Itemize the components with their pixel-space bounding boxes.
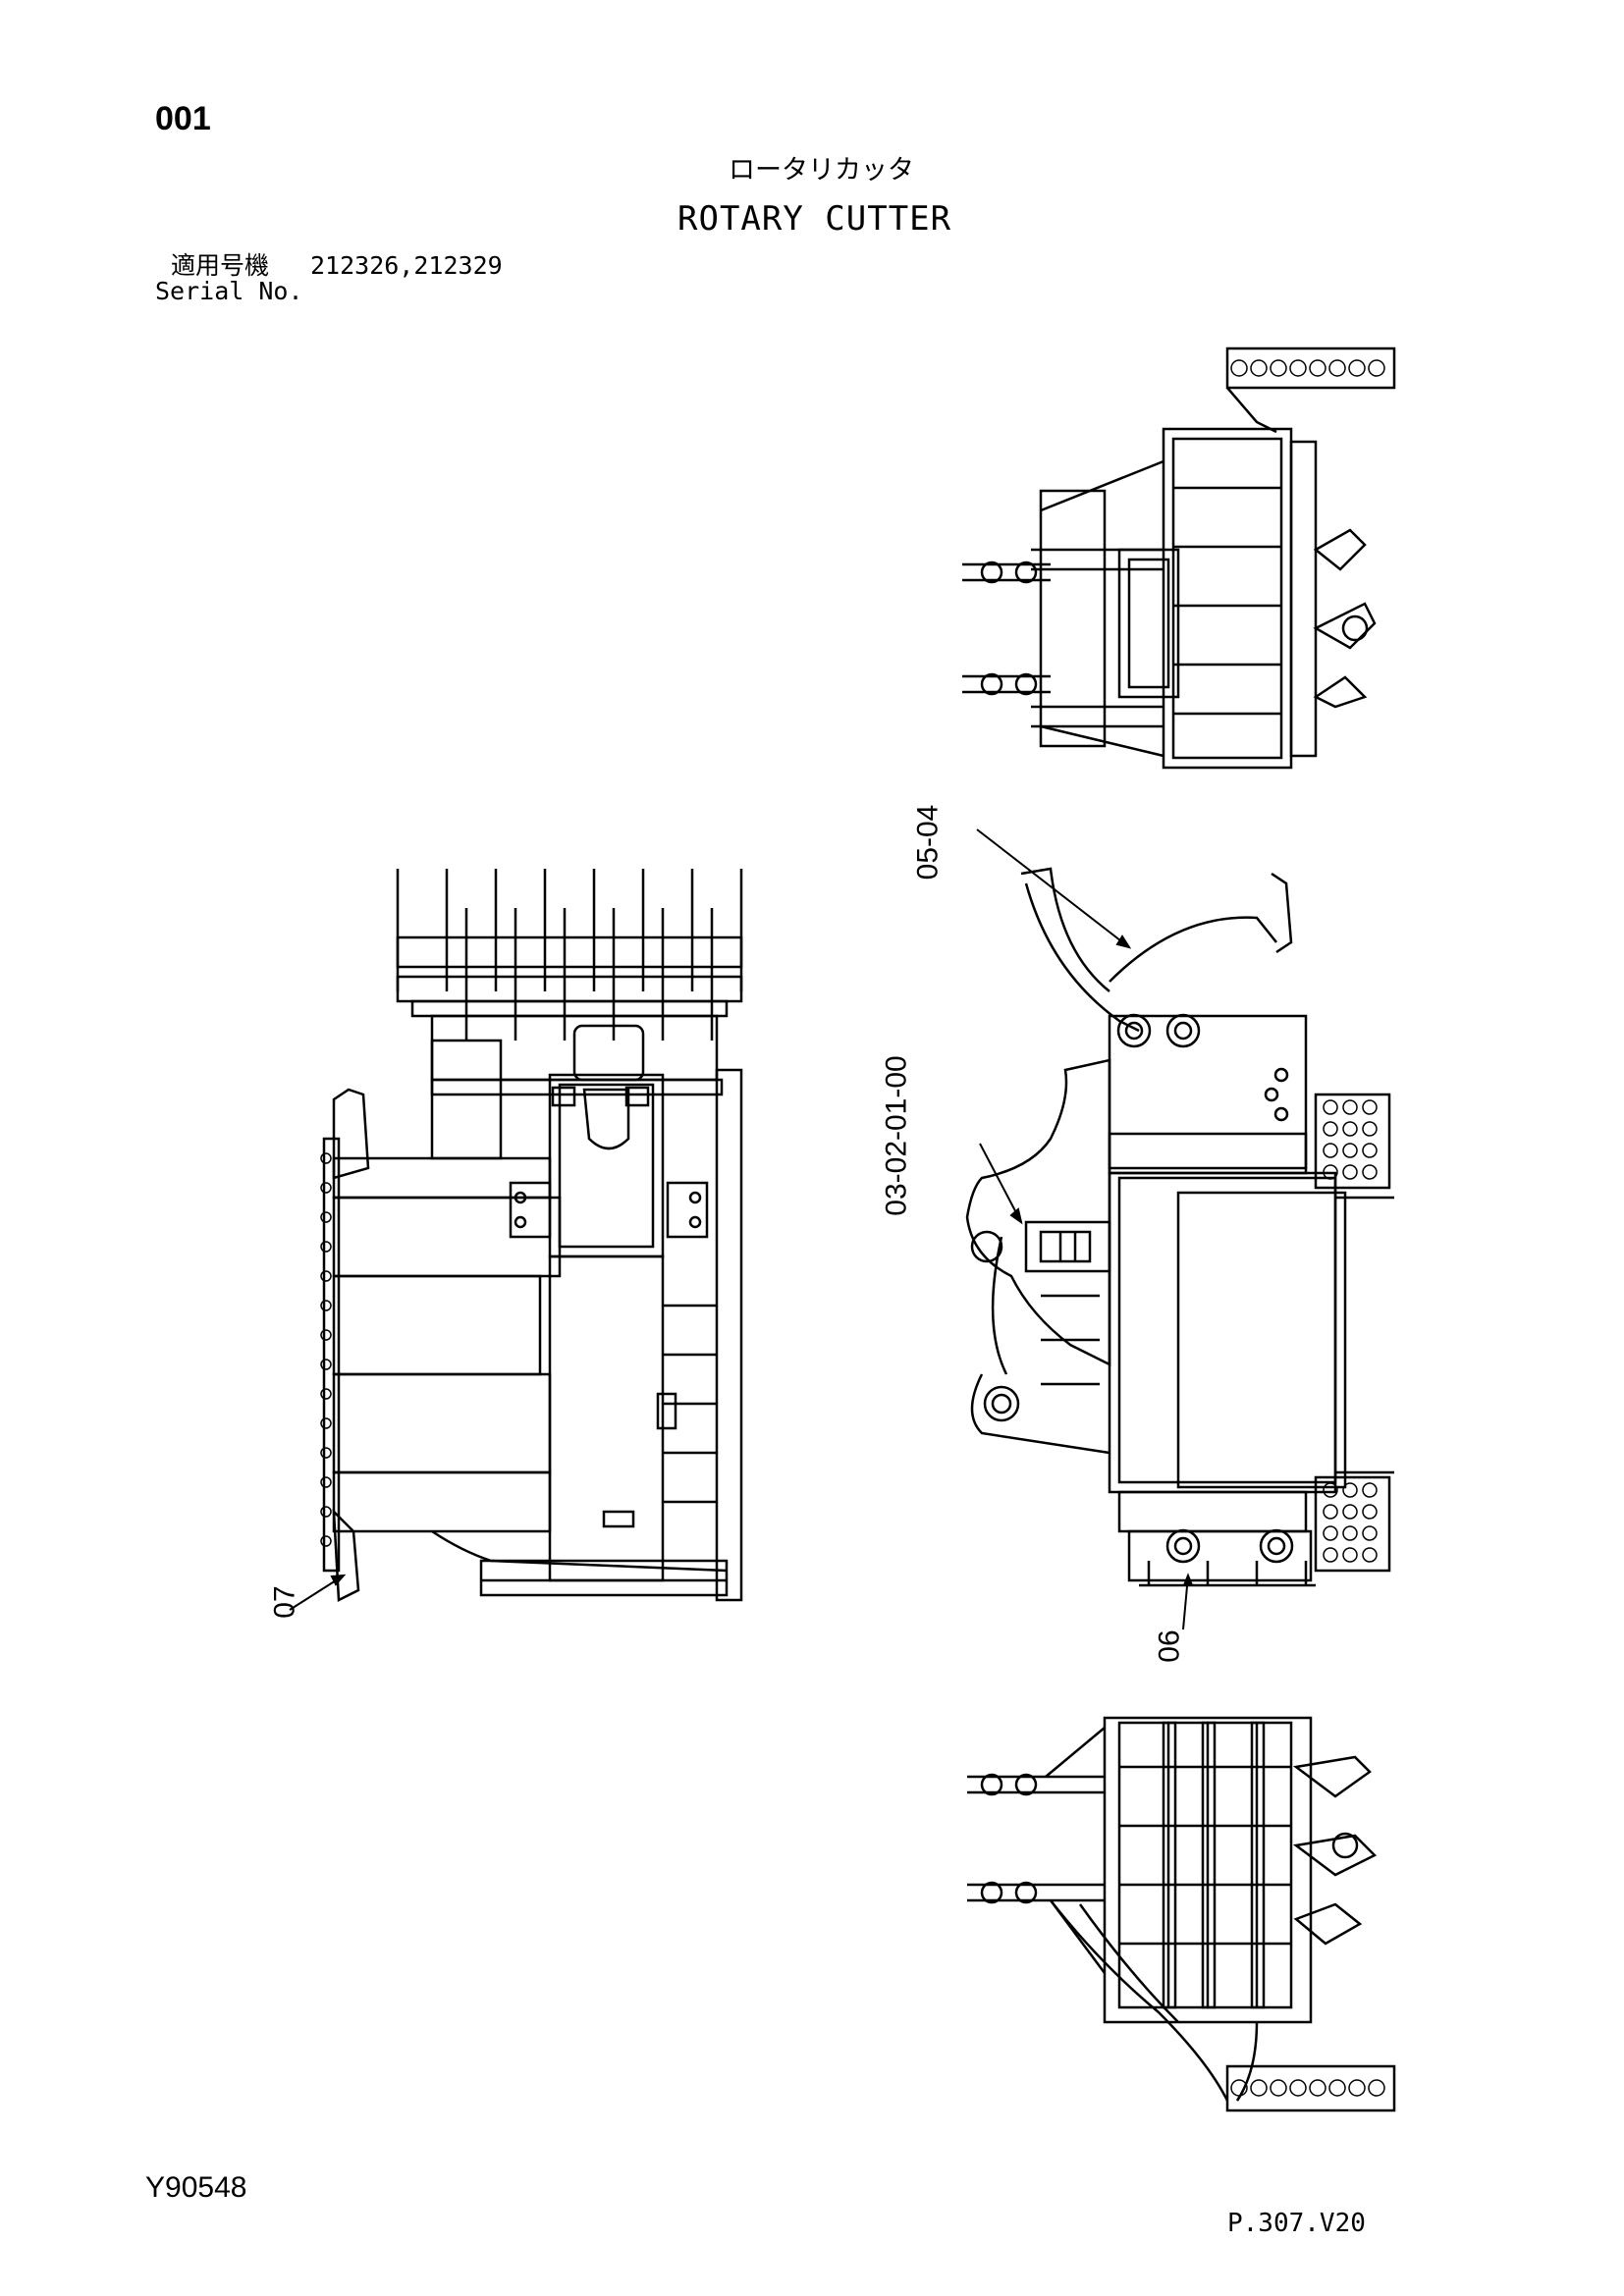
callout-03-02-01-00: 03-02-01-00 xyxy=(880,1055,913,1216)
callout-07: 07 xyxy=(268,1585,301,1619)
top-view xyxy=(962,347,1396,770)
leader-0504 xyxy=(976,828,1130,948)
page-reference: P.307.V20 xyxy=(1227,2209,1366,2238)
leader-03020100 xyxy=(979,1143,1022,1223)
bottom-view xyxy=(967,1716,1396,2112)
drawing-id: Y90548 xyxy=(145,2171,247,2204)
callout-05-04: 05-04 xyxy=(911,804,945,881)
serial-label-japanese: 適用号機 xyxy=(171,251,270,280)
callout-06: 06 xyxy=(1153,1629,1186,1663)
page-number: 001 xyxy=(155,100,211,137)
side-view xyxy=(965,867,1394,1587)
leader-lines xyxy=(289,828,1194,1630)
page-title: ROTARY CUTTER xyxy=(677,199,952,239)
serial-label: Serial No. xyxy=(155,277,303,305)
title-japanese: ロータリカッタ xyxy=(729,155,914,186)
front-view xyxy=(320,869,743,1602)
serial-numbers: 212326,212329 xyxy=(310,251,503,280)
